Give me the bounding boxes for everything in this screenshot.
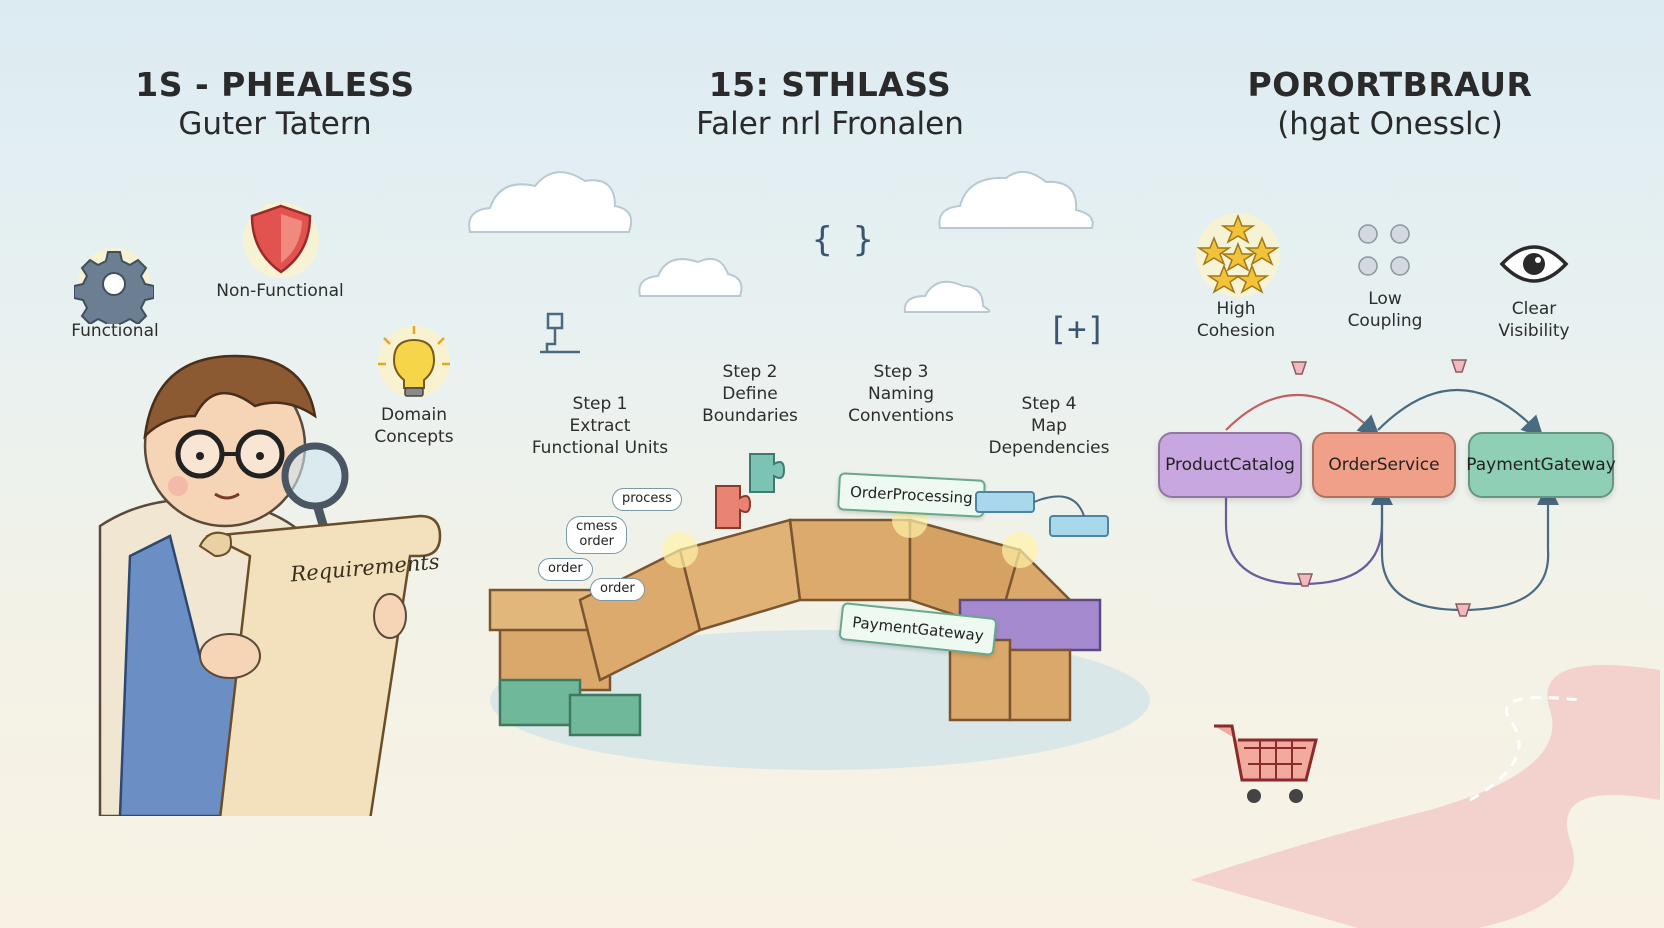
step-2-label: Step 2 Define Boundaries — [702, 362, 798, 426]
dots-icon — [1358, 224, 1410, 276]
service-product-catalog: ProductCatalog — [1158, 432, 1302, 498]
bridge-blocks — [488, 502, 1102, 737]
cloud-icon — [938, 171, 1094, 229]
cloud-icon — [903, 280, 991, 313]
word-bubble: order — [538, 558, 593, 581]
section-heading-steps: 15: STHLASS Faler nrl Fronalen — [696, 65, 964, 143]
step-4-label: Step 4 Map Dependencies — [988, 394, 1110, 458]
label-non-functional: Non-Functional — [216, 281, 344, 301]
service-dependency-arrows — [1224, 359, 1559, 617]
section-heading-requirements: 1S - PHEALESS Guter Tatern — [135, 65, 415, 143]
service-order-service: OrderService — [1312, 432, 1456, 498]
shield-icon — [243, 202, 319, 278]
label-domain-concepts: Domain Concepts — [374, 405, 454, 448]
road-icon — [1190, 665, 1660, 928]
lightbulb-icon — [378, 326, 450, 398]
section-heading-principles: PORORTBRAUR (hgat Onesslc) — [1247, 65, 1533, 143]
eye-icon — [1499, 245, 1569, 283]
braces-symbol: { } — [812, 220, 874, 260]
service-payment-gateway: PaymentGateway — [1466, 432, 1616, 498]
analyst-character — [98, 354, 442, 816]
puzzle-icon — [715, 453, 786, 529]
step-3-label: Step 3 Naming Conventions — [848, 362, 954, 426]
bracket-plus-symbol: [+] — [1048, 310, 1106, 348]
robot-arm-icon — [540, 312, 580, 354]
gear-icon — [74, 248, 154, 324]
word-bubble: order — [590, 578, 645, 601]
shopping-cart-icon — [1214, 724, 1318, 803]
word-bubble: process — [612, 488, 682, 511]
step-1-label: Step 1 Extract Functional Units — [531, 394, 669, 458]
stars-icon — [1196, 213, 1280, 297]
label-functional: Functional — [71, 321, 159, 341]
tag-order-processing: OrderProcessing — [837, 472, 986, 518]
dependency-map-icon — [975, 491, 1109, 537]
cloud-icon — [468, 171, 633, 233]
cloud-icon — [638, 258, 743, 297]
